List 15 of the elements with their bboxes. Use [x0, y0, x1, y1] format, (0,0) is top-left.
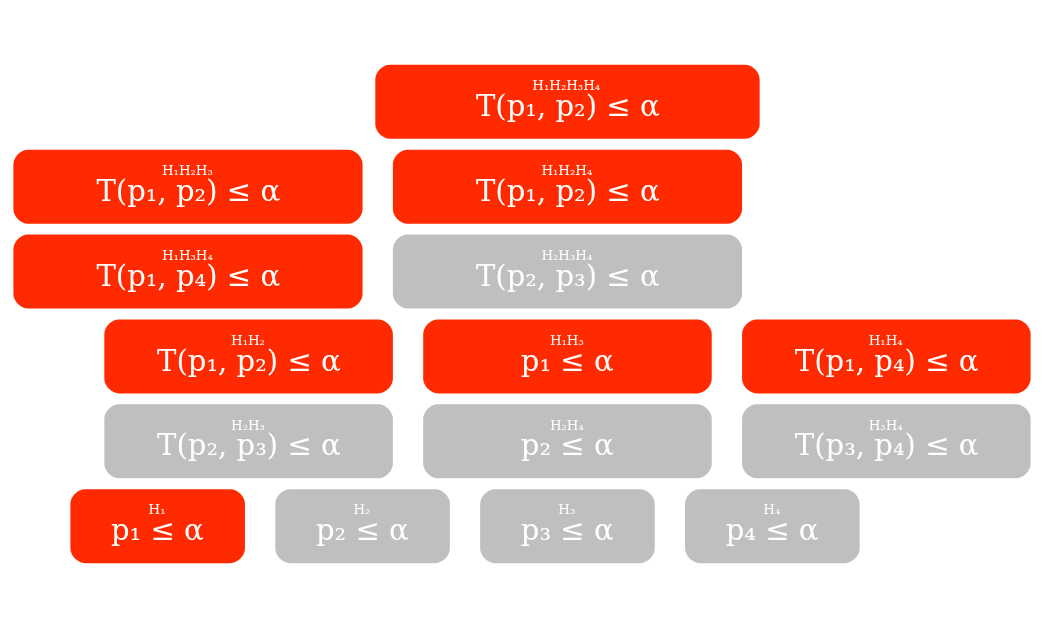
node-box: H₁H₄ T(p₁, p₄) ≤ α	[742, 319, 1031, 394]
node-box: H₄ p₄ ≤ α	[685, 489, 860, 564]
node-box: H₂H₃H₄ T(p₂, p₃) ≤ α	[392, 234, 743, 309]
node-box: H₁H₂H₃H₄ T(p₁, p₂) ≤ α	[375, 64, 760, 139]
node-box: H₁H₃H₄ T(p₁, p₄) ≤ α	[13, 234, 363, 309]
node-box: H₃H₄ T(p₃, p₄) ≤ α	[742, 404, 1031, 479]
node-box: H₁H₃ p₁ ≤ α	[423, 319, 712, 394]
node-box: H₃ p₃ ≤ α	[480, 489, 655, 564]
node-box: H₁H₂H₃ T(p₁, p₂) ≤ α	[13, 149, 363, 224]
node-box: H₂ p₂ ≤ α	[275, 489, 450, 564]
node-box: H₁ p₁ ≤ α	[70, 489, 245, 564]
node-box: H₂H₄ p₂ ≤ α	[423, 404, 712, 479]
node-box: H₁H₂ T(p₁, p₂) ≤ α	[104, 319, 393, 394]
node-box: H₁H₂H₄ T(p₁, p₂) ≤ α	[392, 149, 743, 224]
node-box: H₂H₃ T(p₂, p₃) ≤ α	[104, 404, 393, 479]
